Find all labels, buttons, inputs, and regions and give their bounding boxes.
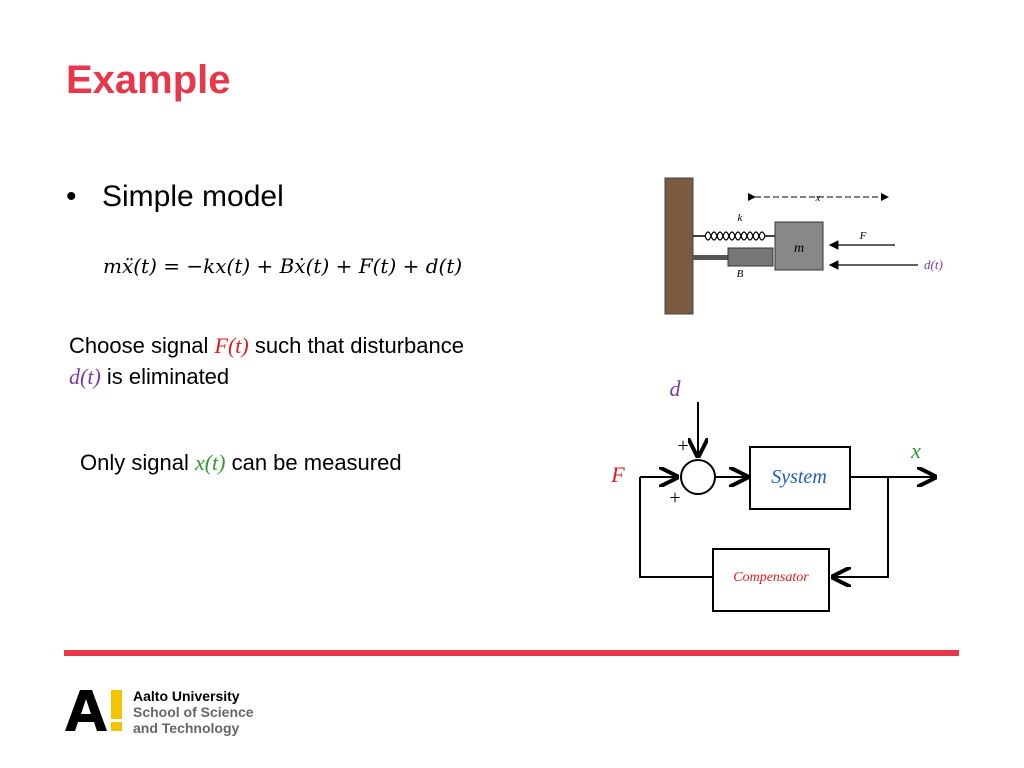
para2-pre: Only signal [80,450,195,475]
logo-exclamation [111,690,122,719]
m-label: m [794,241,804,256]
system-label: System [771,466,827,488]
equation: mẍ(t) = −kx(t) + Bẋ(t) + F(t) + d(t) [103,254,463,278]
university-name: Aalto University School of Science and T… [133,688,254,736]
B-label: B [737,268,744,280]
logo-line-3: and Technology [133,720,240,736]
mass-block [774,221,824,271]
bullet-symbol: • [66,180,77,213]
F-input-label: F [610,462,625,487]
bullet-text: Simple model [102,180,284,213]
footer-rule [64,650,959,656]
plus-top: + [677,435,688,457]
para2-post: can be measured [225,450,402,475]
k-label: k [738,212,744,224]
aalto-logo [65,690,122,731]
compensator-block [712,548,830,612]
measurement-paragraph: Only signal x(t) can be measured [80,450,402,476]
feedback-arrow [833,477,889,577]
para1-post: is eliminated [100,364,230,389]
compensator-output-line [639,477,713,578]
bullet-item: • Simple model [66,180,284,214]
summing-junction [680,459,716,495]
logo-line-2: School of Science [133,704,254,720]
d-input-label: d [670,376,682,401]
signal-F: F(t) [214,333,249,358]
instruction-paragraph: Choose signal F(t) such that disturbance… [69,330,539,392]
logo-letter-a [65,690,107,731]
x-output-label: x [910,438,921,463]
para1-pre: Choose signal [69,333,215,358]
mass-spring-damper-diagram: x k B m F d(t) [664,177,943,315]
F-label: F [859,230,867,242]
plus-bottom: + [669,487,680,509]
slide-title: Example [66,58,231,102]
control-block-diagram: d + + F System x Compensator [610,376,955,612]
signal-x: x(t) [194,450,226,475]
wall [664,177,694,315]
compensator-label: Compensator [733,570,809,585]
system-block [749,446,851,510]
x-label: x [815,192,821,204]
para1-mid: such that disturbance [248,333,464,358]
disturbance-label: d(t) [924,257,943,272]
logo-line-1: Aalto University [133,688,240,704]
signal-d: d(t) [69,364,101,389]
damper-cylinder [727,247,774,267]
